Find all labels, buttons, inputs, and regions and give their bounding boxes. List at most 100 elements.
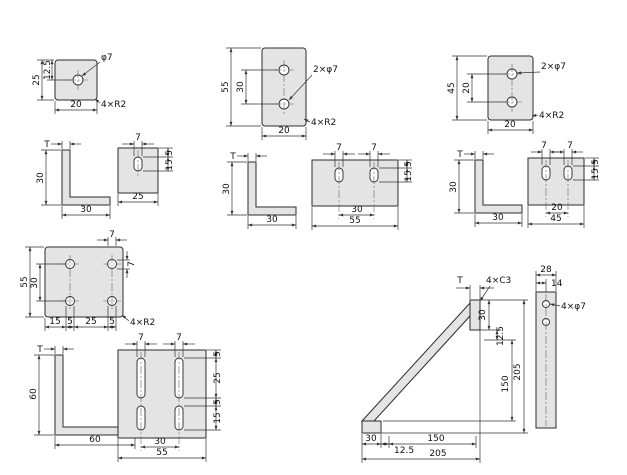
dim-label-5a: 5 — [67, 317, 73, 327]
dim-label-25: 25 — [32, 74, 42, 85]
dim-label-h205: 205 — [429, 449, 446, 459]
view-a-front: 7 5 15 25 — [117, 133, 175, 206]
view-a-side: T 30 30 — [36, 140, 111, 219]
dim-label-30v: 30 — [36, 172, 46, 184]
thickness-label: T — [36, 345, 43, 355]
part-outline — [261, 47, 307, 127]
bottom-plate — [361, 420, 382, 434]
dim-label-h30: 30 — [365, 434, 377, 444]
view-c-top: 45 20 20 2×φ7 4×R2 — [447, 55, 566, 134]
dim-label-20b: 20 — [504, 120, 516, 130]
dim-label-20: 20 — [551, 203, 563, 213]
dim-label-7b: 7 — [176, 333, 182, 343]
dim-label-20: 20 — [70, 100, 82, 110]
view-d-top: 55 30 15 5 25 5 7 — [20, 230, 155, 331]
part-outline — [487, 55, 534, 121]
view-c-front: 7 7 5 15 20 45 — [527, 141, 601, 228]
dim-label-30v: 30 — [222, 183, 232, 195]
hole-callout: 2×φ7 — [541, 62, 566, 72]
dim-label-30: 30 — [351, 205, 363, 215]
part-outline — [44, 246, 124, 318]
view-d-front: 7 7 5 25 5 15 30 55 — [117, 333, 223, 462]
l-profile — [474, 159, 523, 214]
dim-label-7a: 7 — [336, 143, 342, 153]
hole-callout: 2×φ7 — [313, 65, 338, 75]
dim-label-30: 30 — [236, 81, 246, 93]
view-b-side: T 30 30 — [222, 152, 297, 229]
brace-strip — [360, 301, 471, 422]
dim-label-20: 20 — [278, 126, 290, 136]
part-outline — [117, 349, 207, 439]
dim-label-25: 25 — [213, 372, 223, 383]
view-b-front: 7 7 5 15 30 55 — [311, 143, 414, 230]
dimensions-c-top: 45 20 20 2×φ7 4×R2 — [447, 55, 566, 134]
dim-label-7b: 7 — [567, 141, 573, 151]
dim-label-55: 55 — [156, 448, 167, 458]
part-outline — [311, 159, 399, 207]
dim-label-5b: 5 — [213, 399, 223, 405]
view-b-top: 55 30 20 2×φ7 4×R2 — [221, 47, 338, 140]
dim-label-v150: 150 — [501, 375, 511, 392]
dim-label-60h: 60 — [89, 435, 101, 445]
dim-label-15: 15 — [49, 317, 60, 327]
dim-label-v205: 205 — [513, 363, 523, 380]
dim-label-h150: 150 — [427, 434, 444, 444]
dim-label-7a: 7 — [541, 141, 547, 151]
thickness-label: T — [456, 150, 463, 160]
dim-label-15: 15 — [591, 168, 601, 179]
dim-label-45: 45 — [550, 214, 561, 224]
dimensions-b-front: 7 7 5 15 30 55 — [311, 143, 414, 230]
dim-label-30h: 30 — [266, 215, 278, 225]
dim-label-55: 55 — [20, 276, 30, 287]
dim-label-7-top: 7 — [109, 230, 115, 240]
thickness-label: T — [229, 152, 236, 162]
dim-label-v30: 30 — [478, 309, 488, 321]
dim-label-15: 15 — [404, 170, 414, 181]
l-profile — [247, 161, 297, 216]
view-c-side: T 30 30 — [449, 150, 523, 227]
corner-radius-callout: 4×R2 — [539, 111, 564, 121]
dim-label-5b: 5 — [109, 317, 115, 327]
dim-label-5: 5 — [404, 161, 414, 167]
dim-label-20: 20 — [462, 82, 472, 94]
dim-label-5a: 5 — [213, 351, 223, 357]
dimensions-d-front: 7 7 5 25 5 15 30 55 — [117, 333, 223, 462]
dim-label-30v: 30 — [449, 181, 459, 193]
hole-callout: φ7 — [101, 53, 113, 63]
dim-label-7a: 7 — [138, 333, 144, 343]
dim-label-28: 28 — [540, 265, 552, 275]
dim-label-7b: 7 — [371, 143, 377, 153]
dim-label-55: 55 — [349, 216, 360, 226]
dimensions-a-front: 7 5 15 25 — [117, 133, 175, 206]
l-profile — [61, 149, 111, 206]
dim-label-25: 25 — [85, 317, 96, 327]
dimensions-b-top: 55 30 20 2×φ7 4×R2 — [221, 47, 338, 140]
dim-label-55: 55 — [221, 81, 231, 92]
thickness-label: T — [43, 140, 50, 150]
view-gusset: T 4×C3 30 12.5 150 205 30 — [360, 265, 586, 463]
part-outline — [527, 157, 585, 206]
dimensions-a-side: T 30 30 — [36, 140, 111, 219]
dimensions-c-side: T 30 30 — [449, 150, 523, 227]
chamfer-callout: 4×C3 — [486, 276, 511, 286]
dim-label-h12-5: 12.5 — [394, 446, 414, 456]
dim-label-12-5: 12.5 — [43, 60, 53, 80]
dimensions-d-top: 55 30 15 5 25 5 7 — [20, 230, 155, 331]
dim-label-30h: 30 — [80, 205, 92, 215]
dim-label-30h: 30 — [492, 213, 504, 223]
dimensions-d-side: T 60 60 — [29, 345, 136, 449]
dim-label-45: 45 — [447, 82, 457, 93]
corner-radius-callout: 4×R2 — [311, 118, 336, 128]
dim-label-5: 5 — [165, 150, 175, 156]
dim-label-5: 5 — [591, 159, 601, 165]
dim-label-15: 15 — [165, 159, 175, 170]
view-a-top: 25 12.5 20 φ7 4×R2 — [32, 53, 126, 114]
dim-label-60v: 60 — [29, 388, 39, 400]
corner-radius-callout: 4×R2 — [101, 100, 126, 110]
thickness-label: T — [456, 276, 463, 286]
dimensions-c-front: 7 7 5 15 20 45 — [527, 141, 601, 228]
dim-label-7: 7 — [135, 133, 141, 143]
dim-label-7-right: 7 — [127, 261, 137, 267]
